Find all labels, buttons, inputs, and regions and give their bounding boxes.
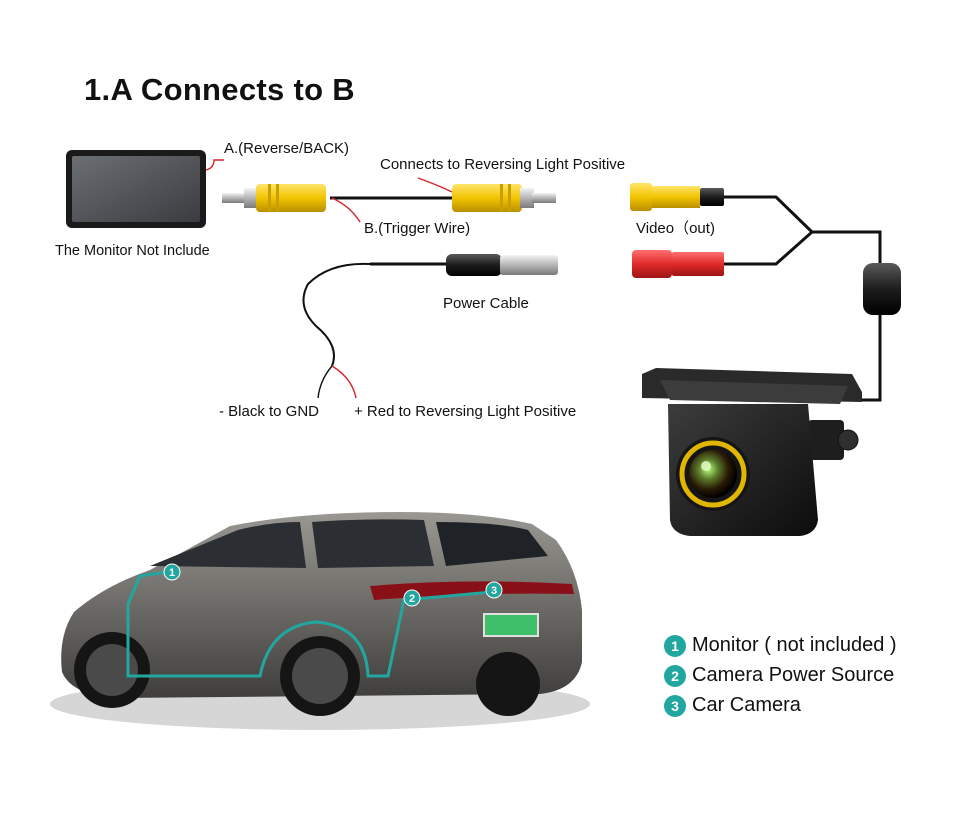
trigger-cable xyxy=(222,177,556,223)
label-reverse-back: A.(Reverse/BACK) xyxy=(224,140,350,157)
legend-text: Car Camera xyxy=(692,694,801,716)
camera-icon xyxy=(642,368,862,536)
legend-item-power-source: 2 Camera Power Source xyxy=(664,664,894,687)
power-cable xyxy=(302,254,558,399)
legend-text: Camera Power Source xyxy=(692,664,895,686)
label-video-out: Video（out) xyxy=(636,220,715,237)
car-marker-2: 2 xyxy=(403,589,421,607)
label-black-gnd: - Black to GND xyxy=(219,403,320,420)
label-connects-reversing: Connects to Reversing Light Positive xyxy=(380,156,626,173)
label-power-cable: Power Cable xyxy=(443,295,529,312)
car-marker-1: 1 xyxy=(163,563,181,581)
legend-item-car-camera: 3 Car Camera xyxy=(664,694,801,717)
svg-text:1: 1 xyxy=(169,567,175,579)
label-red-reversing: + Red to Reversing Light Positive xyxy=(354,403,577,420)
legend-text: Monitor ( not included ) xyxy=(692,634,897,656)
legend-item-monitor: 1 Monitor ( not included ) xyxy=(664,634,897,657)
page-title: 1.A Connects to B xyxy=(84,72,355,107)
label-monitor-not-include: The Monitor Not Include xyxy=(55,243,210,259)
legend-badge: 3 xyxy=(664,694,686,717)
label-trigger-wire: B.(Trigger Wire) xyxy=(364,220,471,237)
monitor-icon xyxy=(66,150,224,228)
svg-text:2: 2 xyxy=(409,593,415,605)
camera-output-leads xyxy=(630,183,901,402)
svg-text:3: 3 xyxy=(491,585,497,597)
car-illustration: 1 2 3 xyxy=(50,512,590,730)
car-marker-3: 3 xyxy=(485,581,503,599)
legend-badge: 1 xyxy=(664,634,686,657)
legend-badge: 2 xyxy=(664,664,686,687)
